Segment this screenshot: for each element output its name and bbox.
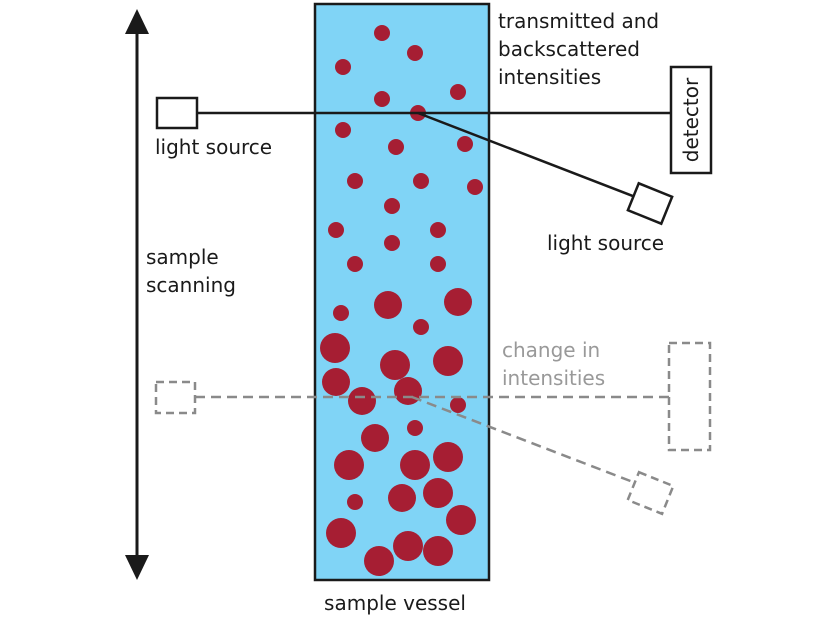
label-detector: detector bbox=[679, 77, 703, 162]
label-intensities-1: transmitted and bbox=[498, 9, 659, 33]
backscatter-beam bbox=[417, 111, 639, 200]
particle bbox=[384, 235, 400, 251]
measurement-top bbox=[155, 65, 713, 226]
label-change-1: change in bbox=[502, 338, 600, 362]
particle bbox=[450, 84, 466, 100]
particle bbox=[467, 179, 483, 195]
particle bbox=[364, 546, 394, 576]
particle bbox=[388, 484, 416, 512]
particle bbox=[423, 536, 453, 566]
particle bbox=[326, 518, 356, 548]
particle bbox=[380, 350, 410, 380]
particle bbox=[430, 256, 446, 272]
particle bbox=[347, 173, 363, 189]
particle bbox=[407, 45, 423, 61]
particle bbox=[423, 478, 453, 508]
label-change-2: intensities bbox=[502, 366, 605, 390]
dashed-detector-box bbox=[667, 341, 712, 452]
particle bbox=[384, 198, 400, 214]
dashed-light-source-box-angled bbox=[626, 470, 675, 516]
particle bbox=[400, 450, 430, 480]
particle bbox=[433, 442, 463, 472]
particles bbox=[320, 25, 483, 576]
particle bbox=[407, 420, 423, 436]
particle bbox=[446, 505, 476, 535]
label-light-source-left: light source bbox=[155, 135, 272, 159]
arrow-down-icon bbox=[125, 555, 149, 580]
particle bbox=[457, 136, 473, 152]
scanning-arrow bbox=[125, 9, 149, 580]
particle bbox=[374, 291, 402, 319]
particle bbox=[335, 122, 351, 138]
dashed-light-source-box bbox=[154, 380, 197, 415]
label-sample-scanning-2: scanning bbox=[146, 273, 236, 297]
particle bbox=[430, 222, 446, 238]
label-intensities-3: intensities bbox=[498, 65, 601, 89]
particle bbox=[347, 256, 363, 272]
arrow-up-icon bbox=[125, 9, 149, 34]
particle bbox=[320, 333, 350, 363]
measurement-bottom bbox=[154, 341, 712, 516]
particle bbox=[361, 424, 389, 452]
detector-box bbox=[669, 65, 713, 175]
particle bbox=[450, 397, 466, 413]
particle bbox=[374, 25, 390, 41]
particle bbox=[374, 91, 390, 107]
label-sample-vessel: sample vessel bbox=[324, 591, 466, 615]
particle bbox=[334, 450, 364, 480]
particle bbox=[413, 319, 429, 335]
particle bbox=[328, 222, 344, 238]
label-light-source-right: light source bbox=[547, 231, 664, 255]
particle bbox=[335, 59, 351, 75]
particle bbox=[322, 368, 350, 396]
particle bbox=[433, 346, 463, 376]
particle bbox=[333, 305, 349, 321]
dashed-backscatter-beam bbox=[411, 395, 634, 484]
light-source-box bbox=[155, 96, 199, 130]
particle bbox=[413, 173, 429, 189]
particle bbox=[394, 377, 422, 405]
particle bbox=[348, 387, 376, 415]
particle bbox=[388, 139, 404, 155]
particle bbox=[347, 494, 363, 510]
label-intensities-2: backscattered bbox=[498, 37, 640, 61]
particle bbox=[444, 288, 472, 316]
light-source-box-angled bbox=[626, 181, 674, 226]
label-sample-scanning-1: sample bbox=[146, 245, 219, 269]
particle bbox=[393, 531, 423, 561]
